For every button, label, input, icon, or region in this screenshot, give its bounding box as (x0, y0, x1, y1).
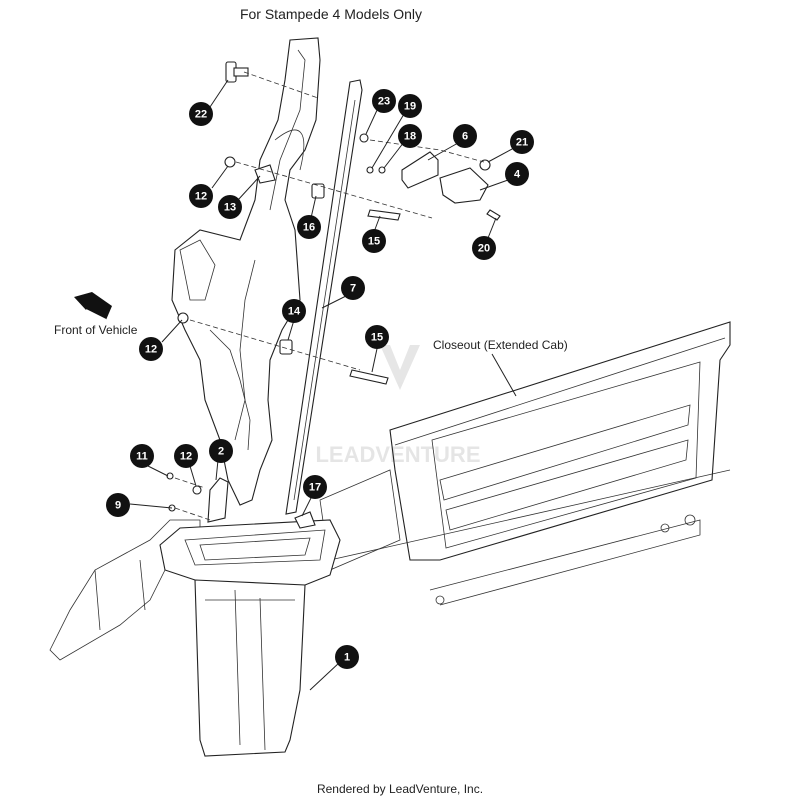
callout-14: 14 (282, 299, 306, 323)
callout-12: 12 (174, 444, 198, 468)
callout-number: 2 (218, 446, 224, 458)
callout-number: 12 (180, 451, 192, 463)
leadventure-watermark: LEADVENTURE (315, 345, 481, 467)
footer-credit: Rendered by LeadVenture, Inc. (316, 782, 484, 796)
callout-number: 12 (195, 191, 207, 203)
callout-9: 9 (106, 493, 130, 517)
callout-6: 6 (453, 124, 477, 148)
hardware-parts (166, 61, 501, 529)
front-of-vehicle-arrow-icon (74, 292, 112, 321)
callout-7: 7 (341, 276, 365, 300)
callout-number: 12 (145, 344, 157, 356)
callout-number: 15 (368, 236, 380, 248)
callout-2: 2 (209, 439, 233, 463)
callout-number: 7 (350, 283, 356, 295)
callout-12: 12 (139, 337, 163, 361)
callout-number: 18 (404, 131, 416, 143)
callout-1: 1 (335, 645, 359, 669)
callout-13: 13 (218, 195, 242, 219)
callout-number: 9 (115, 500, 121, 512)
closeout-label: Closeout (Extended Cab) (433, 338, 568, 352)
callout-number: 21 (516, 137, 528, 149)
callout-number: 22 (195, 109, 207, 121)
callout-22: 22 (189, 102, 213, 126)
callout-4: 4 (505, 162, 529, 186)
callout-number: 16 (303, 222, 315, 234)
assembly-lines (174, 71, 485, 521)
callout-11: 11 (130, 444, 154, 468)
seat-frame-drawing (171, 37, 321, 506)
diagram-title: For Stampede 4 Models Only (239, 6, 423, 22)
callout-number: 13 (224, 202, 236, 214)
callout-18: 18 (398, 124, 422, 148)
callout-number: 1 (344, 652, 350, 664)
callout-number: 6 (462, 131, 468, 143)
callout-12: 12 (189, 184, 213, 208)
callout-16: 16 (297, 215, 321, 239)
callout-number: 19 (404, 101, 416, 113)
callout-21: 21 (510, 130, 534, 154)
callout-23: 23 (372, 89, 396, 113)
callout-bubbles: 22 23 19 18 6 21 4 20 12 13 16 15 7 14 15 12 11 12 2 9 17 1 (106, 89, 534, 669)
callout-number: 11 (136, 451, 148, 463)
callout-15: 15 (365, 325, 389, 349)
callout-number: 14 (288, 306, 301, 318)
callout-number: 17 (309, 482, 321, 494)
callout-19: 19 (398, 94, 422, 118)
callout-20: 20 (472, 236, 496, 260)
callout-17: 17 (303, 475, 327, 499)
closeout-panel-drawing (319, 321, 731, 606)
callout-number: 20 (478, 243, 490, 255)
svg-text:LEADVENTURE: LEADVENTURE (315, 442, 480, 467)
callout-15: 15 (362, 229, 386, 253)
callout-number: 23 (378, 96, 390, 108)
console-bin-drawing (159, 519, 341, 757)
callout-number: 15 (371, 332, 383, 344)
vertical-bar-drawing (285, 79, 363, 515)
callout-number: 4 (514, 169, 521, 181)
front-of-vehicle-label: Front of Vehicle (54, 323, 138, 337)
